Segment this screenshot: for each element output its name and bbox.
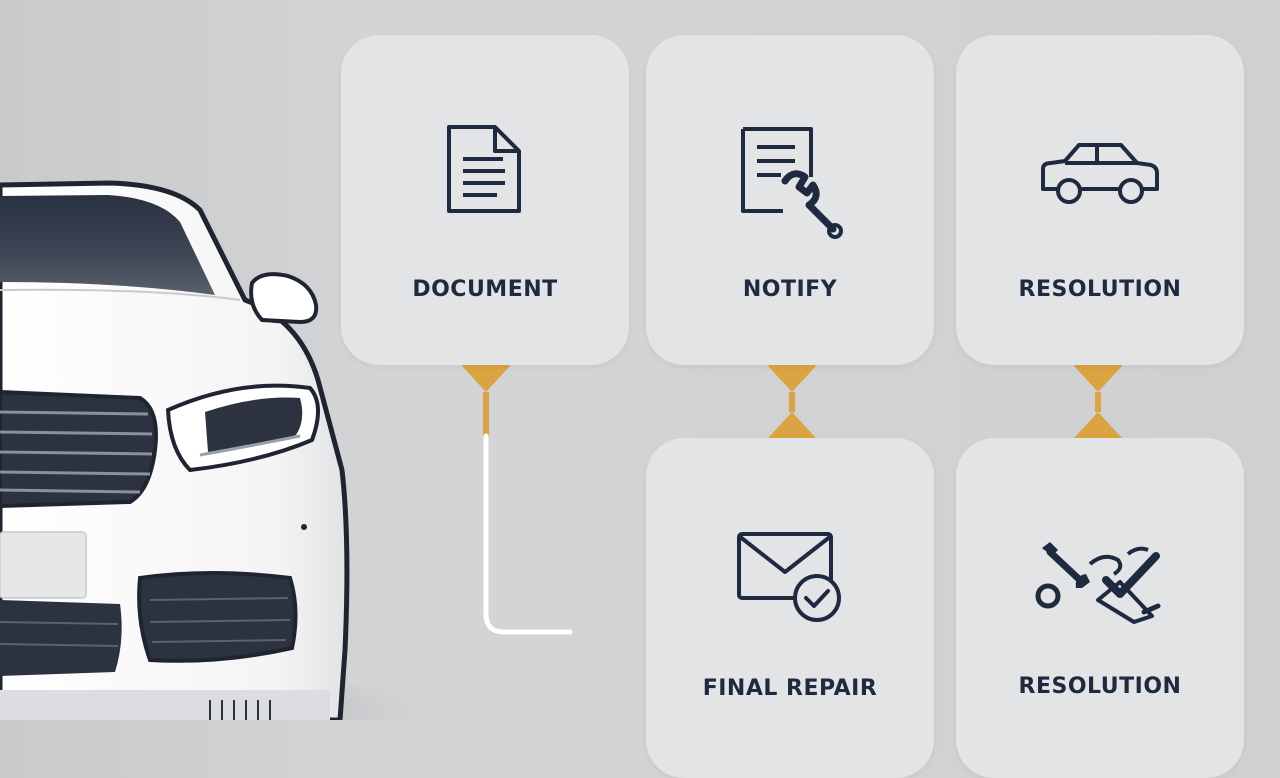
document-wrench-icon [735, 123, 845, 244]
step-label-resolution-bottom: RESOLUTION [1018, 674, 1182, 699]
document-icon [443, 123, 527, 220]
envelope-check-icon [735, 528, 845, 629]
step-label-document: DOCUMENT [412, 277, 558, 302]
car-illustration [0, 180, 430, 720]
car-icon [1039, 139, 1161, 210]
step-card-resolution: RESOLUTION [956, 35, 1244, 365]
step-label-final-repair: FINAL REPAIR [702, 676, 878, 701]
scene-illustration [0, 180, 1122, 720]
connector-document [462, 340, 573, 635]
tools-check-icon [1034, 538, 1166, 633]
step-card-final-repair: FINAL REPAIR [646, 438, 934, 778]
step-label-notify: NOTIFY [742, 277, 838, 302]
step-card-resolution-bottom: RESOLUTION [956, 438, 1244, 778]
step-label-resolution: RESOLUTION [1018, 277, 1182, 302]
step-card-notify: NOTIFY [646, 35, 934, 365]
step-card-document: DOCUMENT [341, 35, 629, 365]
